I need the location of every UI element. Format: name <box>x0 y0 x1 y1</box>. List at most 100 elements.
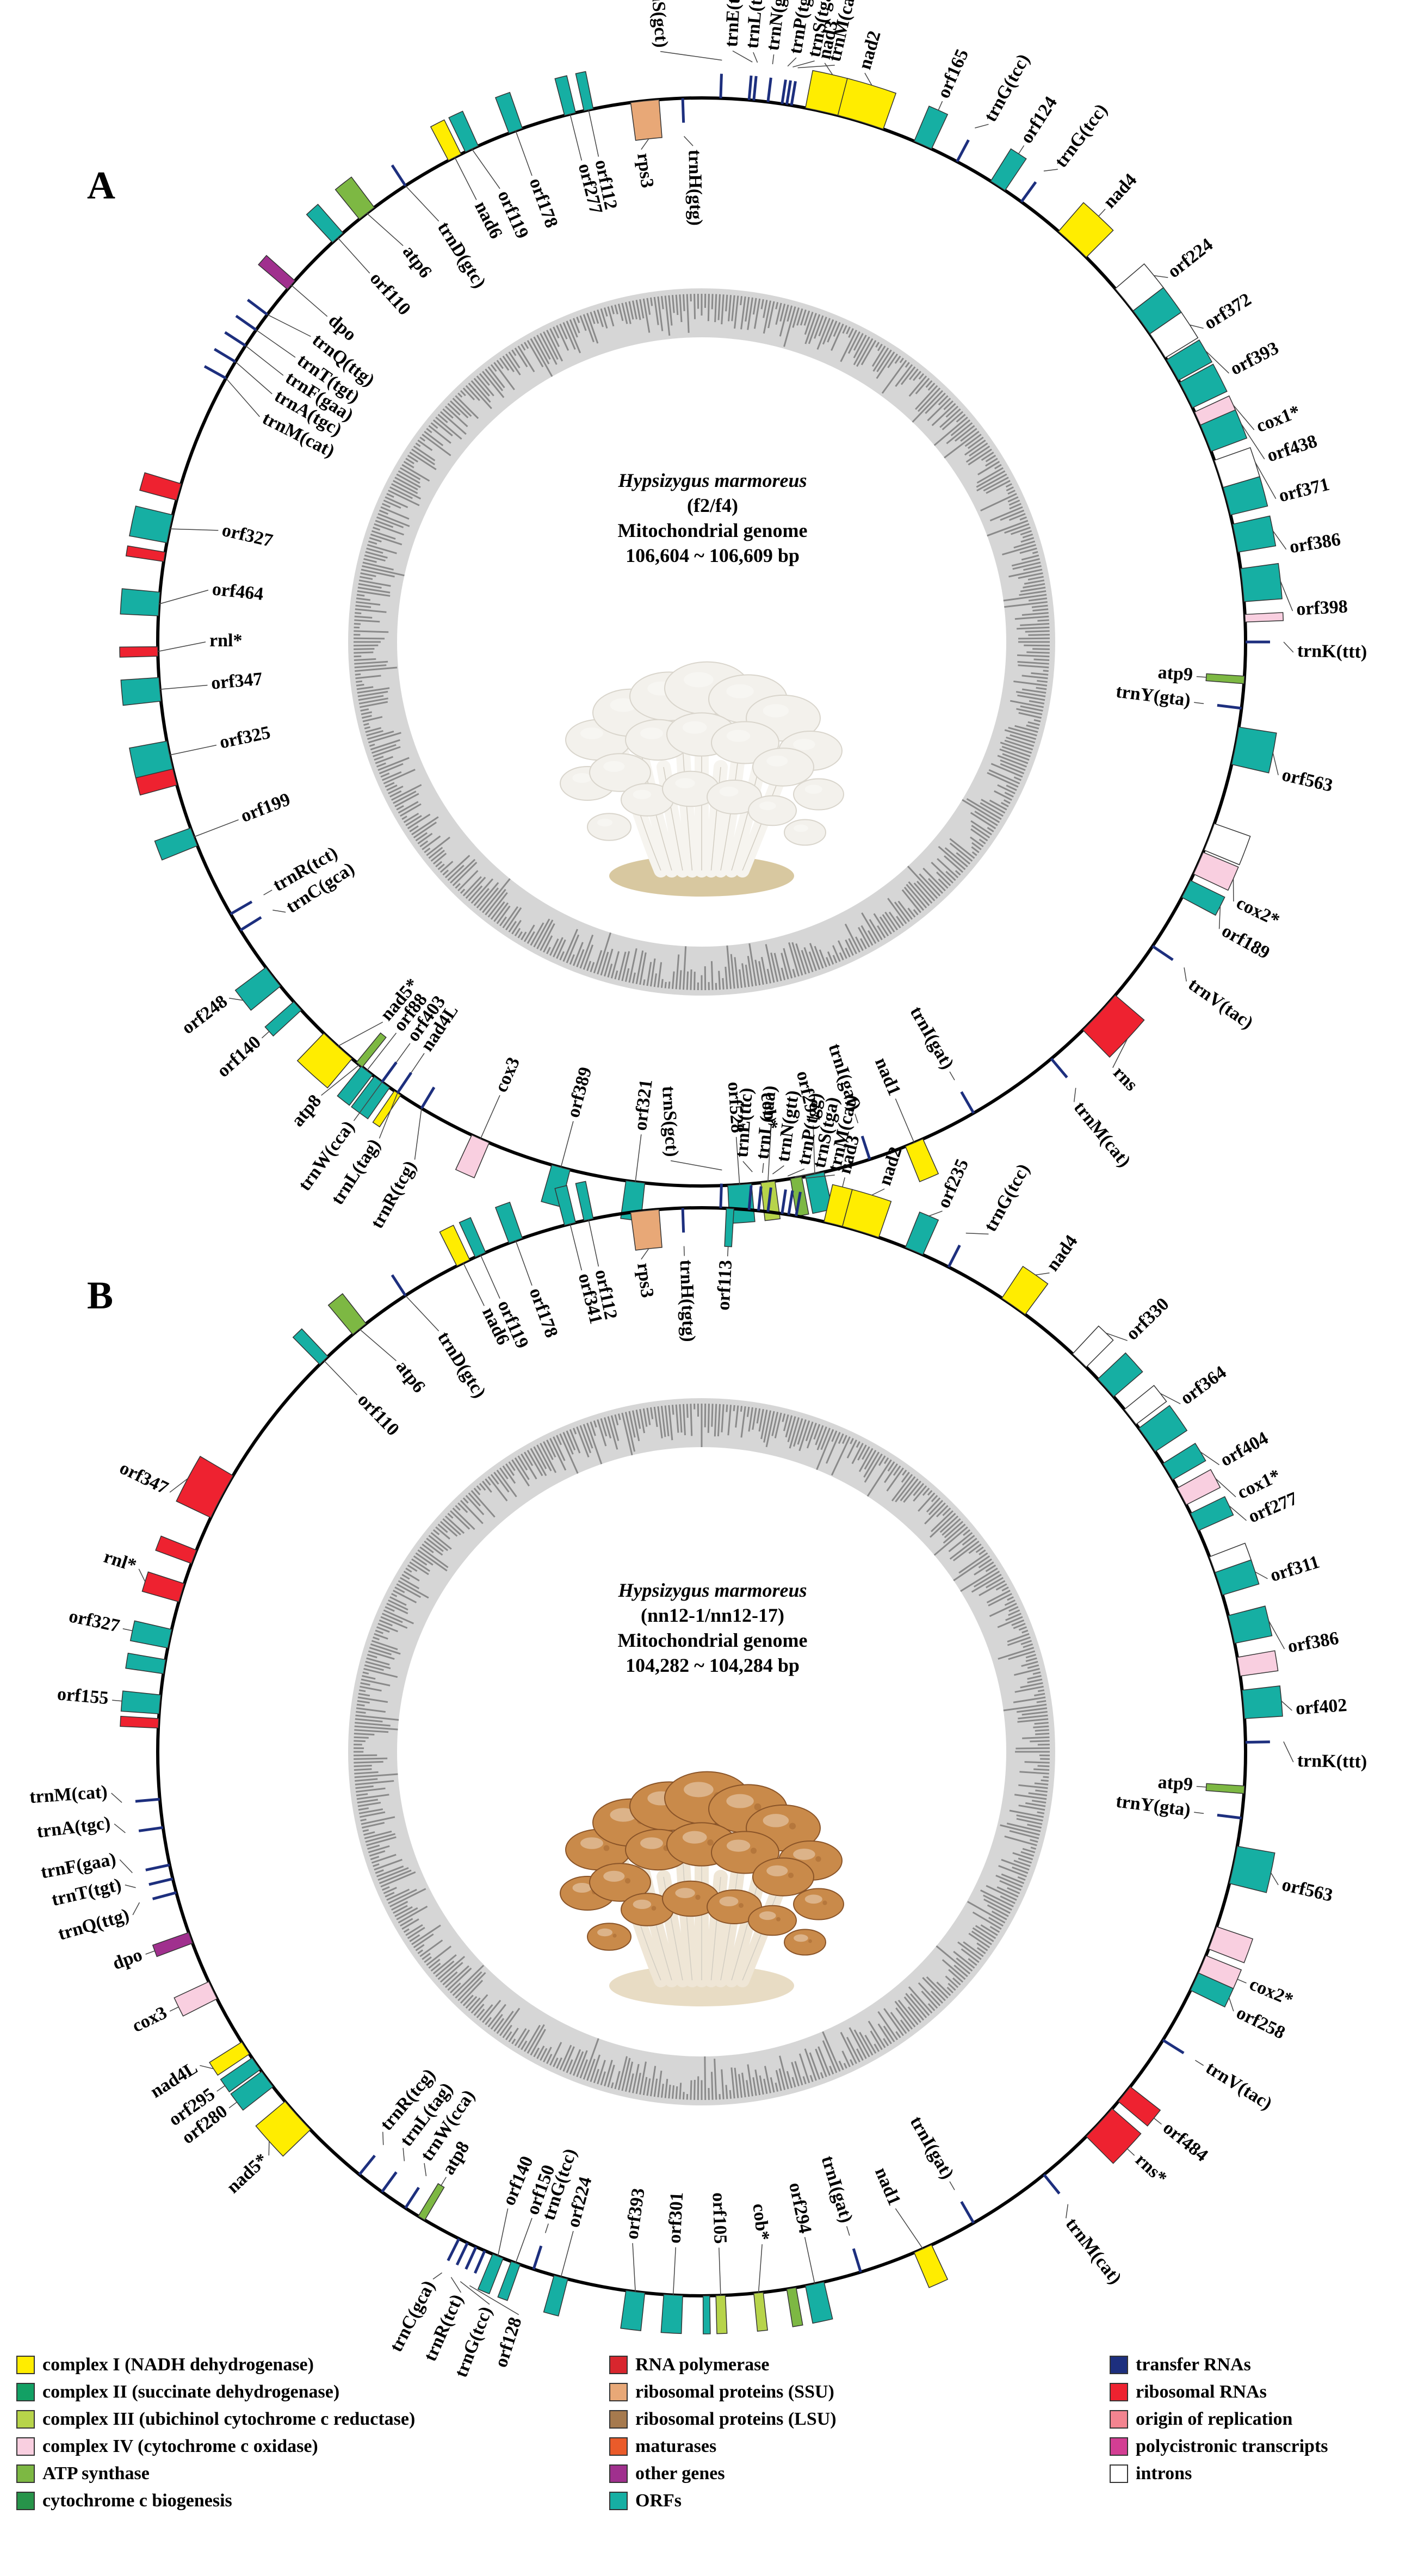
gc-bar <box>368 1845 390 1854</box>
gc-bar <box>604 948 614 977</box>
gc-bar <box>473 1487 481 1496</box>
label-leader <box>632 2243 636 2292</box>
gc-bar <box>660 296 664 310</box>
gc-bar <box>746 2080 750 2097</box>
gc-bar <box>855 936 864 951</box>
gc-bar <box>999 1880 1021 1891</box>
label-leader <box>762 1163 764 1173</box>
gc-bar <box>820 1428 831 1450</box>
gc-bar <box>505 2031 512 2041</box>
gc-bar <box>1016 1818 1043 1825</box>
gc-bar <box>374 1633 388 1640</box>
gc-bar <box>919 873 941 897</box>
species-name-a: Hypsizygus marmoreus <box>618 470 807 491</box>
gc-bar <box>553 1436 566 1461</box>
label-leader <box>469 2285 519 2315</box>
label-leader <box>132 1902 140 1916</box>
gc-bar <box>883 2038 889 2047</box>
gc-bar <box>1018 1784 1048 1789</box>
gc-bar <box>747 2064 753 2097</box>
mushroom-cap <box>793 1888 844 1920</box>
trna-mark <box>148 1877 174 1886</box>
gc-bar <box>432 1954 457 1975</box>
gc-bar <box>428 847 443 859</box>
gc-bar <box>895 2007 913 2030</box>
trna-mark <box>766 1187 772 1212</box>
label-leader <box>588 1219 599 1267</box>
label-leader <box>1280 580 1293 611</box>
gene-label: orf311 <box>1268 1552 1322 1586</box>
gene-label: orf140 <box>213 1032 265 1082</box>
gene-label: orf124 <box>1017 93 1061 147</box>
gc-bar <box>355 666 398 672</box>
gc-bar <box>496 1469 517 1498</box>
gc-bar <box>903 1480 921 1503</box>
gc-bar <box>907 2006 921 2023</box>
label-leader <box>256 329 296 358</box>
gc-bar <box>1033 719 1041 722</box>
gc-bar <box>679 2083 682 2099</box>
gc-bar <box>549 328 560 347</box>
gc-bar <box>1000 742 1032 754</box>
gene-label: trnD(gtc) <box>434 1328 490 1401</box>
gc-bar <box>482 878 511 913</box>
trna-mark <box>860 1135 871 1160</box>
gene-block <box>119 646 159 658</box>
gc-bar <box>711 1404 714 1427</box>
mushroom-cap-highlight <box>684 1782 714 1797</box>
gc-bar <box>763 300 771 334</box>
label-leader <box>403 2148 405 2161</box>
gc-bar <box>1008 499 1020 506</box>
legend-label: RNA polymerase <box>635 2355 770 2375</box>
gc-bar <box>1032 608 1049 611</box>
gc-bar <box>1011 527 1031 535</box>
gc-bar <box>1021 1660 1038 1667</box>
gc-bar <box>734 957 739 989</box>
gc-bar <box>927 2003 936 2011</box>
gc-bar <box>385 782 395 788</box>
gc-bar <box>493 362 515 391</box>
gc-bar <box>490 2013 503 2030</box>
gc-bar <box>996 1886 1019 1898</box>
gc-bar <box>775 2083 779 2092</box>
gc-bar <box>808 951 817 971</box>
gc-bar <box>668 981 671 989</box>
label-leader <box>895 1098 915 1143</box>
gc-bar <box>791 942 803 976</box>
mushroom-cap-highlight <box>766 1865 788 1876</box>
gene-block <box>129 740 174 779</box>
gene-block <box>220 2057 261 2093</box>
gc-bar <box>976 470 1006 488</box>
gc-bar <box>540 923 555 951</box>
gc-bar <box>354 651 374 654</box>
gc-bar <box>872 347 889 372</box>
gene-block <box>702 2295 711 2334</box>
gene-label: trnM(cat) <box>1062 2214 1125 2288</box>
gc-bar <box>376 1626 390 1633</box>
mushroom-cap-highlight <box>763 704 789 718</box>
gc-bar <box>536 1444 552 1472</box>
gc-bar <box>925 380 933 388</box>
trna-mark <box>852 2248 862 2273</box>
mushroom-stem-outline <box>663 1876 683 1981</box>
trna-mark <box>213 348 237 363</box>
gc-bar <box>371 530 396 540</box>
gc-bar <box>986 480 1011 494</box>
gc-bar <box>989 1603 1017 1617</box>
gc-bar <box>597 309 604 328</box>
gc-bar <box>985 458 998 467</box>
gene-block <box>724 1208 735 1247</box>
trna-mark <box>391 164 407 187</box>
gc-bar <box>786 2071 793 2089</box>
gc-bar <box>354 1773 401 1778</box>
gc-bar <box>367 544 397 554</box>
gc-bar <box>1013 776 1021 781</box>
gc-bar <box>521 2040 528 2050</box>
gc-bar <box>995 1874 1023 1888</box>
gc-bar <box>945 870 956 881</box>
gc-bar <box>942 1518 961 1536</box>
gc-bar <box>382 1613 403 1623</box>
label-leader <box>1195 2060 1204 2066</box>
gc-bar <box>1020 586 1046 592</box>
gc-bar <box>413 1555 428 1566</box>
